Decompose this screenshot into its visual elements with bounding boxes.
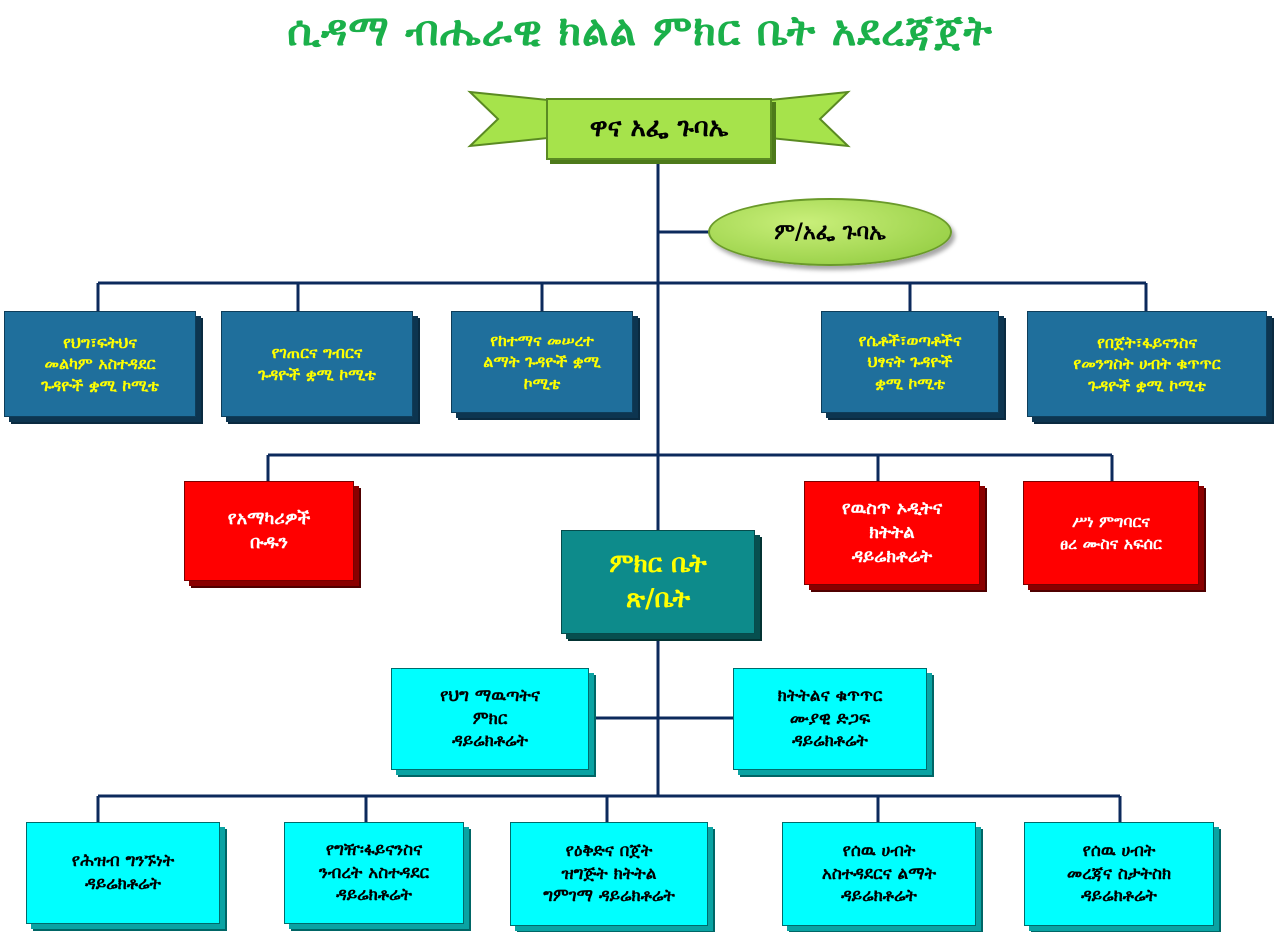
- internal-audit-directorate: የዉስጥ ኦዲትና ክትትል ዳይሬክቶሬት: [804, 481, 980, 585]
- committee-urban-infrastructure: የከተማና መሠረተ ልማት ጉዳዮች ቋሚ ኮሚቴ: [451, 311, 633, 413]
- public-relations-directorate: የሕዝብ ግንኙነት ዳይሬክቶሬት: [26, 822, 220, 924]
- advisors-team: የአማካሪዎች ቡዱን: [184, 481, 354, 581]
- monitoring-support-directorate: ክትትልና ቁጥጥር ሙያዊ ድጋፍ ዳይሬክቶሬት: [733, 668, 927, 770]
- speaker-node: ዋና አፌ ጉባኤ: [546, 98, 772, 160]
- ribbon-left: [467, 90, 549, 148]
- committee-women-youth: የሴቶች፣ወጣቶችና ህፃናት ጉዳዮች ቋሚ ኮሚቴ: [821, 311, 999, 413]
- ethics-anticorruption-officer: ሥነ ምግባርና ፀረ ሙስና አፍሰር: [1023, 481, 1199, 585]
- chart-title: ሲዳማ ብሔራዊ ክልል ምክር ቤት አደረጃጀት: [287, 6, 993, 55]
- committee-law-justice: የህግ፣ፍትህና መልካም አስተዳደር ጉዳዮች ቋሚ ኮሚቴ: [4, 311, 196, 417]
- committee-rural-agriculture: የገጠርና ግብርና ጉዳዮች ቋሚ ኮሚቴ: [221, 311, 413, 417]
- procurement-finance-directorate: የግዥ፡ፋይናንስና ንብረት አስተዳደር ዳይሬክቶሬት: [284, 822, 464, 924]
- ribbon-right: [769, 90, 851, 148]
- law-making-directorate: የህግ ማዉጣትና ምክር ዳይሬክቶሬት: [391, 668, 589, 770]
- hr-management-directorate: የሰዉ ሀብት አስተዳደርና ልማት ዳይሬክቶሬት: [782, 822, 976, 926]
- hr-information-directorate: የሰዉ ሀብት መረጃና ስታትስክ ዳይሬክቶሬት: [1024, 822, 1214, 926]
- planning-budget-directorate: የዕቅድና በጀት ዝግጅት ክትትል ግምገማ ዳይሬክቶሬት: [510, 822, 708, 926]
- committee-budget-finance: የበጀት፣ፋይናንስና የመንግስት ሀብት ቁጥጥር ጉዳዮች ቋሚ ኮሚቴ: [1027, 311, 1267, 417]
- secretariat-office: ምክር ቤት ጽ/ቤት: [561, 530, 755, 634]
- deputy-speaker-node: ም/አፌ ጉባኤ: [708, 198, 952, 266]
